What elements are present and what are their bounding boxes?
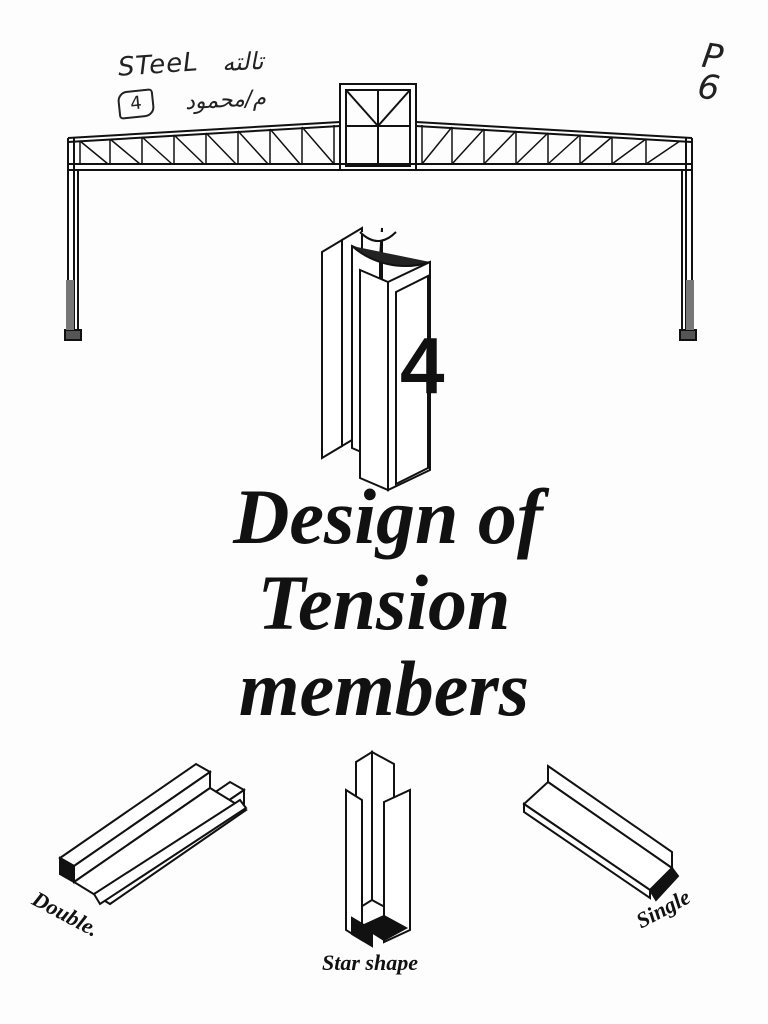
handwritten-instructor-note: م/محمود [184, 85, 267, 116]
portal-frame-drawing [64, 83, 697, 341]
chapter-title: Design of Tension members [0, 478, 768, 728]
title-line-1: Design of [233, 473, 543, 560]
caption-star-shape: Star shape [322, 950, 418, 975]
handwritten-subject: STeeL [117, 47, 200, 83]
star-angle-drawing [345, 750, 411, 948]
title-line-2: Tension [257, 559, 511, 646]
double-angle-drawing [58, 762, 248, 906]
handwritten-arabic-note: تالته [221, 46, 265, 78]
chapter-number: 4 [400, 321, 445, 410]
handwritten-chapter-box: 4 [116, 88, 156, 120]
truss-web-members [79, 125, 681, 165]
built-up-column-drawing [321, 226, 431, 492]
title-line-3: members [238, 645, 530, 732]
single-angle-drawing [522, 764, 680, 902]
